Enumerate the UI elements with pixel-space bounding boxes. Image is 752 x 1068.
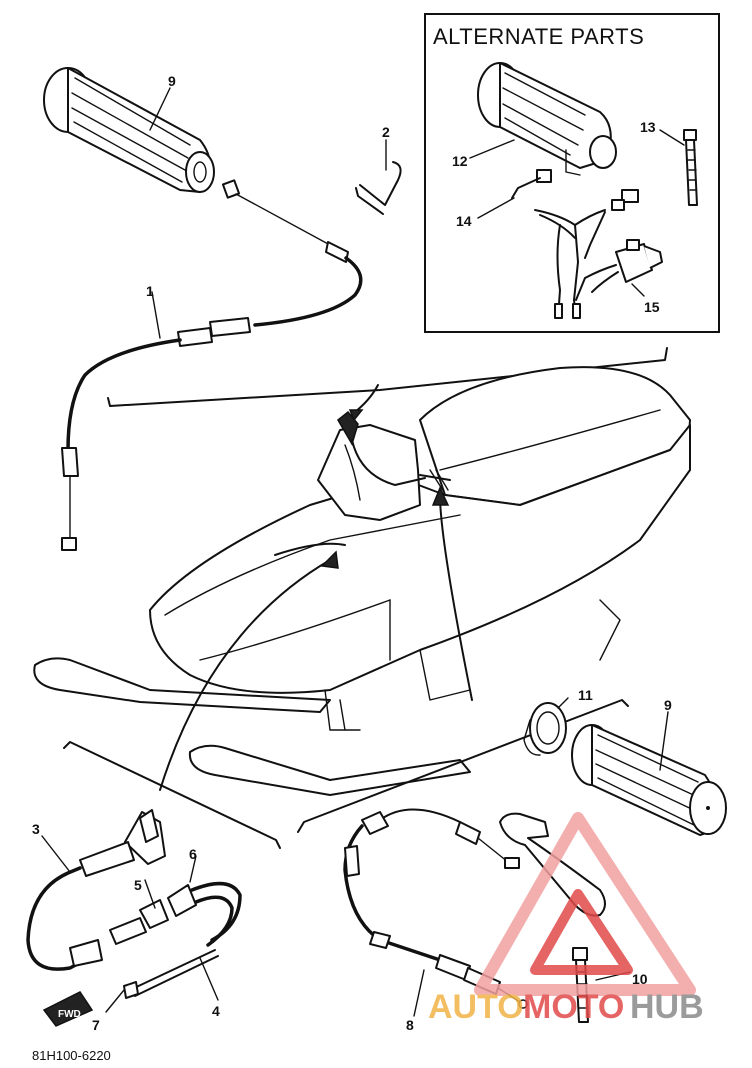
callout-13: 13: [640, 119, 656, 135]
callout-5: 5: [134, 877, 142, 893]
alternate-parts-box: ALTERNATE PARTS: [424, 13, 720, 333]
leader-9-left: [149, 87, 171, 131]
grip-12-drawing: [477, 62, 617, 176]
clip-2-drawing: [355, 139, 402, 215]
wire-4-drawing: [123, 949, 219, 1001]
wire-harness-14-drawing: [511, 169, 639, 319]
alt-parts-bracket: [107, 347, 668, 407]
throttle-cable-1-drawing: [61, 179, 363, 551]
drawing-code: 81H100-6220: [32, 1048, 111, 1063]
leader-8: [413, 969, 425, 1017]
leader-9-right: [659, 711, 669, 771]
leader-11: [557, 697, 569, 709]
arrow-left: [159, 559, 331, 791]
fwd-tag: FWD: [58, 1009, 81, 1020]
watermark-text-hub: HUB: [630, 988, 704, 1026]
callout-14: 14: [456, 213, 472, 229]
leader-13: [659, 129, 685, 146]
arrow-center: [274, 542, 346, 556]
leader-12: [469, 139, 515, 159]
grip-9-left-drawing: [43, 67, 215, 193]
leader-14: [477, 197, 515, 219]
callout-12: 12: [452, 153, 468, 169]
grip-9-right-drawing: [571, 724, 727, 836]
tie-strap-10-drawing: [572, 947, 589, 1023]
right-group-bracket: [297, 699, 629, 833]
callout-10: 10: [632, 971, 648, 987]
watermark-logo: AUTO MOTO HUB: [428, 812, 704, 1026]
callout-2: 2: [382, 124, 390, 140]
leader-15: [631, 283, 645, 297]
callout-7: 7: [92, 1017, 100, 1033]
leader-1: [151, 291, 161, 339]
left-group-bracket: [63, 741, 281, 849]
callout-8: 8: [406, 1017, 414, 1033]
callout-9-left: 9: [168, 73, 176, 89]
watermark-text-moto: MOTO: [523, 988, 624, 1026]
alt-parts-arrow: [354, 384, 379, 413]
switch-5-drawing: [109, 879, 169, 945]
snowmobile-drawing: [33, 366, 691, 796]
watermark-text-auto: AUTO: [428, 988, 524, 1026]
leader-7: [105, 989, 125, 1013]
callout-11: 11: [578, 687, 593, 703]
callout-3: 3: [32, 821, 40, 837]
tie-strap-13-drawing: [683, 129, 698, 206]
brake-cable-8-drawing: [343, 808, 528, 1009]
callout-6: 6: [189, 846, 197, 862]
alternate-parts-title: ALTERNATE PARTS: [433, 24, 644, 49]
switch-15-drawing: [575, 239, 663, 301]
collar-11-drawing: [523, 702, 567, 756]
switch-3-drawing: [26, 809, 166, 971]
callout-9-right: 9: [664, 697, 672, 713]
fwd-arrow-drawing: FWD: [42, 991, 94, 1027]
harness-6-drawing: [167, 855, 242, 947]
callout-15: 15: [644, 299, 660, 315]
callout-4: 4: [212, 1003, 220, 1019]
arrow-right: [439, 494, 473, 701]
callout-1: 1: [146, 283, 154, 299]
leader-3: [41, 835, 71, 873]
